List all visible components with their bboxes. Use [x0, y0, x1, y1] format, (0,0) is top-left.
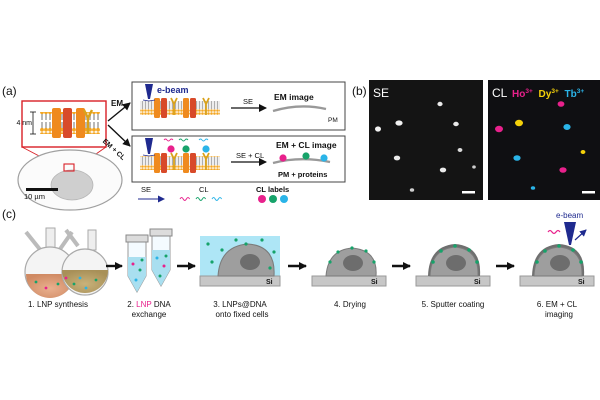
- step2-tubes: [125, 228, 173, 294]
- scale-bar-a: [26, 188, 58, 191]
- thickness-label: 4 nm: [16, 120, 32, 127]
- panel-c-label: (c): [2, 207, 16, 221]
- step2-caption: 2. LNP DNA: [127, 300, 171, 309]
- ebeam-label-top: e-beam: [157, 85, 189, 95]
- cl-micrograph: [488, 80, 600, 200]
- se-cl-label: SE + CL: [236, 151, 264, 160]
- ion-ho: Ho: [512, 89, 525, 100]
- step1-caption: 1. LNP synthesis: [28, 300, 88, 309]
- cl-title: CL: [492, 86, 508, 100]
- arrow-em-label: EM: [111, 99, 123, 108]
- em-box: e-beam SE EM image PM: [131, 81, 346, 131]
- step-captions: 1. LNP synthesis 2. LNP DNA exchange 3. …: [28, 300, 578, 319]
- step6-caption: 6. EM + CL: [537, 300, 578, 309]
- legend-se: SE: [141, 185, 151, 194]
- em-image-label: EM image: [274, 92, 314, 102]
- step3-caption: 3. LNPs@DNA: [213, 300, 267, 309]
- panel-a-legend: SE CL CL labels: [138, 185, 289, 203]
- arrow-em: [107, 102, 131, 122]
- step2-caption-line2: exchange: [132, 310, 167, 319]
- legend-cl-labels: CL labels: [256, 185, 289, 194]
- pm-label: PM: [328, 117, 338, 124]
- ion-dy: Dy: [539, 89, 552, 100]
- legend-cl: CL: [199, 185, 209, 194]
- step3-caption-line2: onto fixed cells: [216, 310, 269, 319]
- step4-caption: 4. Drying: [334, 300, 366, 309]
- panel-a-label: (a): [2, 84, 17, 98]
- si-label-4: Si: [371, 279, 378, 286]
- arrow-em-cl: [107, 124, 131, 147]
- ion-tb: Tb: [565, 89, 577, 100]
- si-label-5: Si: [474, 279, 481, 286]
- se-title: SE: [373, 86, 389, 100]
- em-cl-image-label: EM + CL image: [276, 140, 337, 150]
- si-label-3: Si: [266, 279, 273, 286]
- panel-b-label: (b): [352, 84, 367, 98]
- membrane-inset: 4 nm: [16, 100, 107, 148]
- scale-bar-label: 10 µm: [24, 192, 45, 201]
- cell-illustration: [17, 149, 123, 211]
- step1-flasks: [24, 227, 109, 298]
- ion-legend: Ho3+ Dy3+ Tb3+: [512, 85, 584, 100]
- step5-sputter: Si: [415, 244, 491, 287]
- em-cl-box: SE + CL EM + CL image PM + proteins: [131, 135, 346, 183]
- step4-drying: Si: [311, 246, 387, 287]
- ebeam-label-c: e-beam: [556, 211, 583, 220]
- step6-imaging: e-beam Si: [519, 211, 595, 287]
- step3-cells: Si: [199, 236, 281, 287]
- step6-caption-line2: imaging: [545, 310, 573, 319]
- se-micrograph: [369, 80, 483, 200]
- step5-caption: 5. Sputter coating: [422, 300, 485, 309]
- se-label-top: SE: [243, 97, 253, 106]
- si-label-6: Si: [578, 279, 585, 286]
- pm-proteins-label: PM + proteins: [278, 170, 327, 179]
